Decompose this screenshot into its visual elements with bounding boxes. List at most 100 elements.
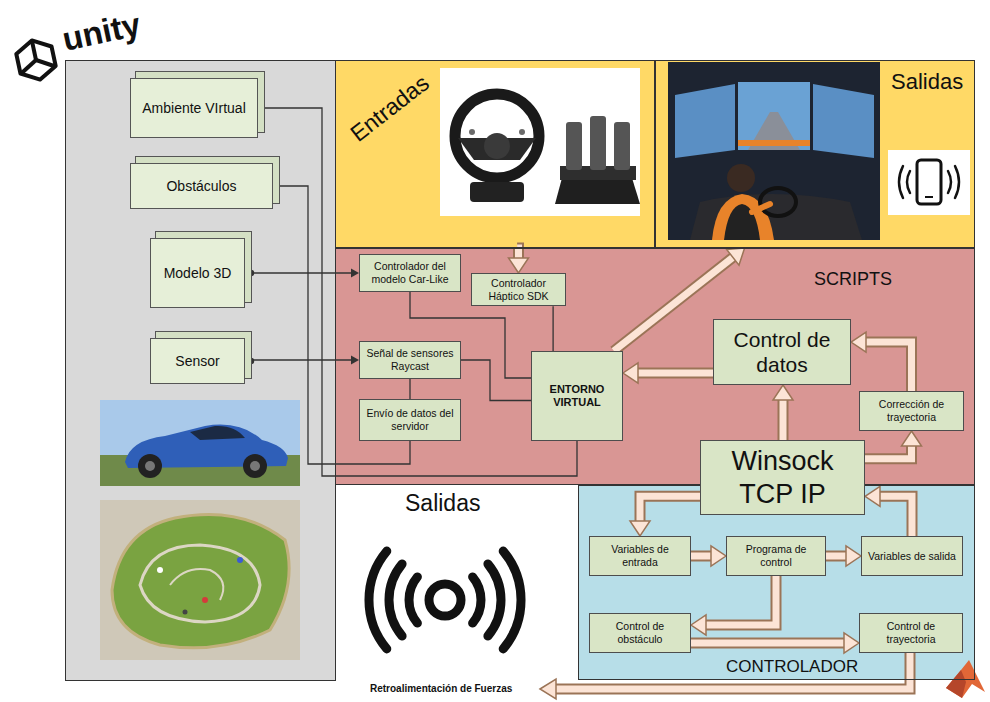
car-render	[100, 400, 300, 486]
data-control-box: Control de datos	[713, 319, 851, 385]
box-label: Controlador del modelo Car-Like	[366, 260, 454, 285]
simulator-photo	[752, 204, 770, 212]
vibration-icon	[369, 551, 521, 649]
unity-logo	[32, 41, 36, 60]
box-label: Ambiente VIrtual	[137, 100, 251, 117]
arrowhead	[630, 521, 650, 536]
connector-line	[461, 360, 531, 401]
environment-box: ENTORNO VIRTUAL	[531, 351, 623, 441]
connector-fill	[782, 399, 783, 441]
simulator-photo	[760, 188, 796, 216]
connector-fill	[640, 496, 700, 522]
region-fills	[335, 248, 975, 485]
connector	[691, 576, 776, 635]
car-render	[100, 400, 300, 486]
vibration-icon	[503, 551, 521, 649]
connector-outline	[826, 551, 848, 562]
connector-outline	[691, 638, 846, 649]
arrowhead	[351, 269, 359, 278]
steering-wheel-photo	[555, 178, 640, 204]
connector	[773, 385, 793, 440]
island-map	[100, 500, 300, 660]
matlab-logo	[946, 660, 985, 698]
arrowhead	[773, 385, 793, 400]
connector-line	[251, 360, 353, 361]
phone-vibration-icon	[917, 160, 941, 204]
panel-heading: Entradas	[345, 70, 435, 148]
force-feedback-arrow	[540, 679, 556, 699]
island-map	[170, 569, 223, 600]
logo-text: unity	[59, 4, 144, 59]
connector-fill	[691, 553, 713, 560]
connector-outline	[865, 342, 912, 391]
connector-outline	[782, 399, 783, 441]
script-box: Señal de sensores Raycast	[359, 341, 461, 379]
steering-wheel-photo	[566, 122, 582, 170]
box-label: Modelo 3D	[157, 265, 238, 282]
unity-asset-box: Ambiente VIrtual	[130, 78, 258, 138]
connector	[851, 332, 912, 391]
car-render	[190, 426, 245, 440]
simulator-photo	[712, 194, 774, 240]
controller-box: Control de trayectoria	[859, 613, 963, 653]
connector-dot	[248, 358, 254, 364]
arrowhead	[846, 546, 861, 566]
output-panel: Salidas	[655, 60, 975, 248]
connector-fill	[691, 640, 846, 647]
connector-fill	[705, 576, 777, 625]
simulator-photo	[675, 84, 735, 158]
island-map	[140, 545, 260, 622]
box-label: Programa de control	[733, 543, 819, 568]
connector	[691, 633, 859, 653]
simulator-photo	[727, 164, 755, 192]
force-feedback-arrow	[554, 652, 910, 689]
connector	[630, 496, 700, 536]
connector-line	[409, 379, 410, 399]
box-label: Control de obstáculo	[596, 620, 684, 645]
box-label: Control de datos	[720, 327, 844, 377]
matlab-logo	[946, 660, 985, 698]
vibration-icon	[429, 584, 461, 616]
script-box: Controlador Háptico SDK	[471, 273, 566, 306]
steering-wheel-photo	[470, 182, 524, 202]
connector-fill	[826, 553, 848, 560]
arrowhead	[727, 248, 745, 265]
unity-asset-box: Sensor	[150, 338, 245, 384]
box-label: Variables de salida	[868, 550, 956, 563]
arrowhead	[623, 363, 638, 383]
box-label: Obstáculos	[137, 178, 266, 195]
arrowhead	[711, 546, 726, 566]
vibration-icon	[369, 551, 387, 649]
scripts-panel: SCRIPTSControlador del modelo Car-LikeCo…	[335, 248, 975, 485]
box-label: Winsock TCP IP	[707, 445, 858, 510]
connector-outline	[691, 551, 713, 562]
connector	[826, 546, 861, 566]
connector	[865, 486, 912, 536]
connector	[461, 360, 531, 401]
steering-wheel-photo	[455, 94, 539, 178]
connector-fill	[865, 342, 912, 391]
arrowhead	[902, 431, 922, 446]
script-box: Corrección de trayectoria	[859, 391, 964, 431]
arrowhead	[851, 332, 866, 352]
box-label: Sensor	[157, 353, 238, 370]
simulator-photo	[738, 140, 810, 146]
connector-outline	[879, 496, 913, 536]
region-heading: Salidas	[405, 490, 480, 518]
connector	[248, 269, 359, 278]
unity-logo	[14, 37, 58, 84]
connector-fill	[637, 370, 714, 377]
script-box: Envío de datos del servidor	[359, 399, 461, 441]
simulator-photo	[668, 62, 880, 240]
island-map	[157, 567, 163, 573]
unity-logo	[36, 56, 55, 69]
connector-outline	[637, 368, 714, 379]
box-label: Variables de entrada	[596, 543, 684, 568]
panel-heading: CONTROLADOR	[726, 657, 858, 677]
box-label: Control de trayectoria	[866, 620, 956, 645]
vibration-icon	[389, 564, 402, 636]
matlab-logo	[946, 670, 966, 698]
box-label: Envío de datos del servidor	[366, 407, 454, 432]
connector	[248, 356, 359, 365]
unity-logo	[14, 37, 58, 84]
